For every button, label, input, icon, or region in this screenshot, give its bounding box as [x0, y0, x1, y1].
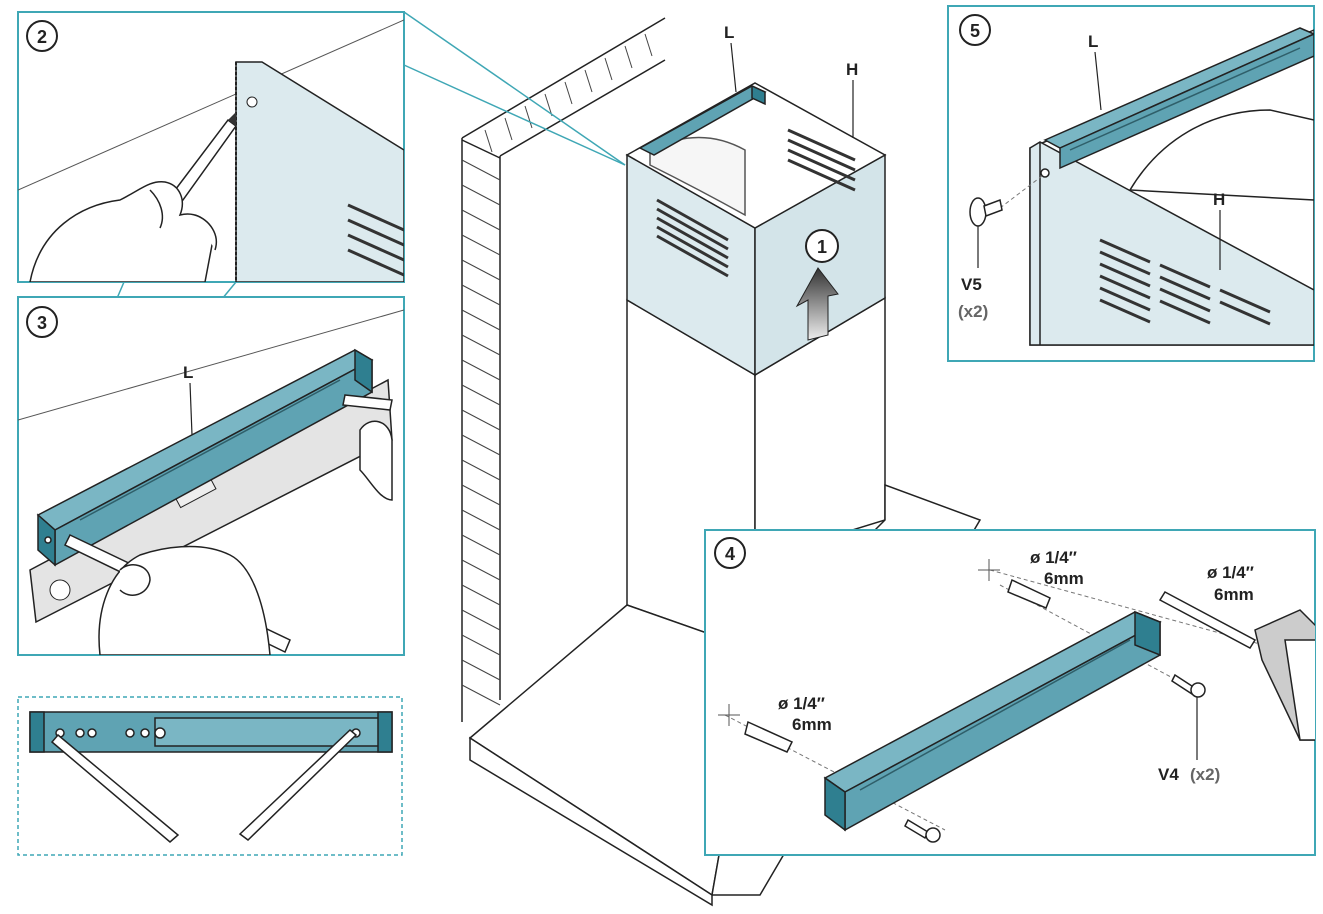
panel-bracket-detail: [17, 696, 403, 856]
hood-panel-corner: [1029, 29, 1314, 346]
step5-number: 5: [970, 21, 980, 41]
panel-step4: ø 1/4″ 6mm ø 1/4″ 6mm ø 1/4″ 6mm V4 (x2)…: [704, 529, 1316, 856]
label-L-step5: L: [1088, 32, 1098, 51]
screw-code-v4: V4: [1158, 765, 1179, 784]
hand-icon: [98, 420, 393, 655]
screw-icon: [904, 673, 1206, 843]
screw-code-v5: V5: [961, 275, 982, 294]
step5-circle: [959, 14, 991, 46]
upper-chimney: [625, 82, 887, 377]
drill-mm: 6mm: [1214, 585, 1254, 604]
label-L-step3: L: [183, 363, 193, 382]
screw-qty-v5: (x2): [958, 302, 988, 321]
step3-number: 3: [37, 313, 47, 333]
pencil-icon: [50, 728, 358, 843]
panel-step2: 2: [17, 11, 405, 283]
step2-circle: [26, 20, 58, 52]
plug-top-diameter: ø 1/4″: [1030, 548, 1077, 567]
plug-left-diameter: ø 1/4″: [778, 694, 825, 713]
wall-bracket: [823, 610, 1162, 832]
hood-panel-side: [235, 61, 404, 282]
wall-corner: [461, 17, 666, 722]
label-H-main: H: [846, 60, 858, 79]
drill-diameter: ø 1/4″: [1207, 563, 1254, 582]
arrow-up-icon: [795, 267, 839, 341]
step1-number: 1: [817, 237, 827, 257]
step4-number: 4: [725, 544, 735, 564]
panel-step3: L 3: [17, 296, 405, 656]
label-L-main: L: [724, 23, 734, 42]
screw-qty-v4: (x2): [1190, 765, 1220, 784]
step1-circle: [805, 229, 839, 263]
step2-number: 2: [37, 27, 47, 47]
drill-icon: [1158, 591, 1315, 741]
step3-circle: [26, 306, 58, 338]
screw-icon: [969, 197, 1003, 227]
hand-icon: [29, 181, 217, 282]
label-H-step5: H: [1213, 190, 1225, 209]
plug-top-mm: 6mm: [1044, 569, 1084, 588]
plug-left-mm: 6mm: [792, 715, 832, 734]
wall-plug-icon: [744, 578, 1051, 753]
step4-circle: [714, 537, 746, 569]
panel-step5: L H V5 (x2) 5: [947, 5, 1315, 362]
wall-bracket: [36, 348, 374, 567]
wall-bracket: [1043, 27, 1314, 170]
